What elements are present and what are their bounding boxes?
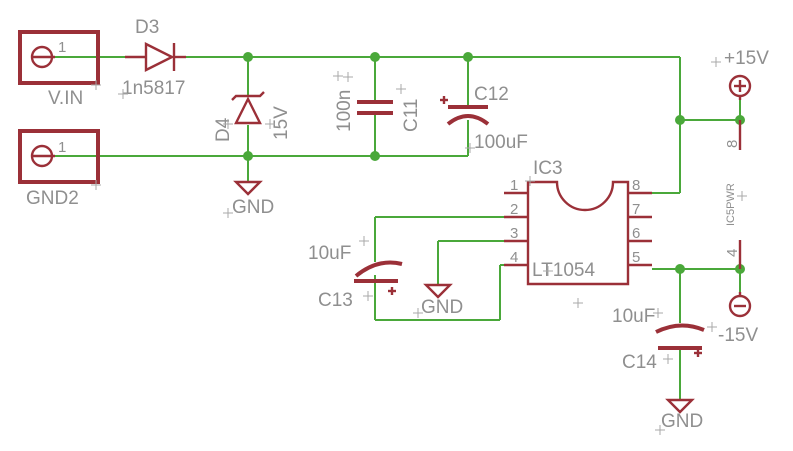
junctions bbox=[243, 52, 745, 274]
diode-d3: D3 1n5817 bbox=[122, 17, 186, 99]
capacitor-c12-value: 100uF bbox=[474, 132, 528, 153]
neg-supply-circle bbox=[728, 294, 752, 318]
capacitor-c12-plate-bottom bbox=[446, 114, 490, 126]
origin-cross bbox=[118, 89, 128, 99]
ic-pin-7-number: 7 bbox=[632, 201, 640, 218]
capacitor-c11: 100n C11 bbox=[334, 90, 422, 132]
capacitor-c14-value: 10uF bbox=[612, 306, 655, 327]
origin-cross bbox=[91, 80, 101, 90]
neg-supply-label: -15V bbox=[718, 325, 758, 346]
ground-label: GND bbox=[661, 411, 703, 432]
origin-cross bbox=[663, 354, 673, 364]
capacitor-c13-plate-top bbox=[354, 260, 403, 278]
origin-cross bbox=[223, 119, 233, 129]
diode-d3-name: D3 bbox=[135, 17, 159, 38]
junction-dot bbox=[675, 115, 685, 125]
ground-triangle bbox=[423, 283, 453, 299]
junction-dot bbox=[370, 52, 380, 62]
origin-cross bbox=[396, 84, 406, 94]
capacitor-c11-name: C11 bbox=[401, 99, 422, 132]
capacitor-c13: 10uF C13 bbox=[308, 243, 403, 311]
origin-cross bbox=[91, 180, 101, 190]
origin-cross bbox=[359, 236, 369, 246]
power-pin-4-number: 4 bbox=[724, 249, 741, 257]
connector-gnd2: 1 GND2 bbox=[18, 129, 100, 209]
zener-d4-triangle bbox=[234, 96, 262, 125]
connector-gnd2-pin-number: 1 bbox=[58, 139, 66, 156]
pos-supply-label: +15V bbox=[724, 48, 769, 69]
origin-cross bbox=[265, 119, 275, 129]
origin-cross bbox=[655, 425, 665, 435]
origin-cross bbox=[333, 71, 343, 81]
junction-dot bbox=[370, 151, 380, 161]
power-name: IC5PWR bbox=[725, 183, 737, 226]
zener-d4: D4 15V bbox=[213, 91, 292, 142]
origin-cross bbox=[543, 266, 553, 276]
ic-pin-5-number: 5 bbox=[632, 249, 640, 266]
origin-cross bbox=[465, 143, 475, 153]
origin-cross bbox=[711, 57, 721, 67]
zener-d4-bar bbox=[231, 91, 265, 101]
capacitor-c14-plate-top bbox=[655, 323, 705, 334]
origin-cross bbox=[525, 176, 535, 186]
ic-pin-1-number: 1 bbox=[510, 177, 518, 194]
origin-cross bbox=[707, 322, 717, 332]
connector-vin: 1 V.IN bbox=[18, 30, 100, 109]
junction-dot bbox=[243, 151, 253, 161]
origin-cross bbox=[343, 72, 353, 82]
ground-triangle bbox=[233, 180, 263, 196]
power-ic5pwr: +15V 8 4 IC5PWR -15V bbox=[718, 48, 769, 346]
junction-dot bbox=[463, 52, 473, 62]
ic-pin-4-number: 4 bbox=[510, 249, 518, 266]
capacitor-c12-name: C12 bbox=[474, 84, 509, 105]
origin-markers bbox=[91, 57, 747, 435]
capacitor-c14: 10uF C14 bbox=[612, 306, 705, 373]
connector-vin-frame bbox=[18, 30, 100, 85]
origin-cross bbox=[223, 208, 233, 218]
diode-d3-value: 1n5817 bbox=[122, 78, 185, 99]
capacitor-c14-name: C14 bbox=[622, 352, 657, 373]
power-pin-8-number: 8 bbox=[724, 140, 741, 148]
capacitor-c13-value: 10uF bbox=[308, 243, 351, 264]
origin-cross bbox=[573, 298, 583, 308]
ic-name: IC3 bbox=[533, 158, 563, 179]
junction-dot bbox=[675, 264, 685, 274]
ic-pin-8-number: 8 bbox=[632, 177, 640, 194]
ic-part: LT1054 bbox=[532, 260, 595, 281]
ground-label: GND bbox=[232, 197, 274, 218]
wires bbox=[55, 56, 741, 400]
origin-cross bbox=[363, 291, 373, 301]
connector-gnd2-label: GND2 bbox=[26, 188, 79, 209]
capacitor-c12: C12 100uF bbox=[440, 84, 528, 153]
capacitor-c13-name: C13 bbox=[318, 290, 353, 311]
origin-cross bbox=[737, 191, 747, 201]
ic-pin-6-number: 6 bbox=[632, 225, 640, 242]
origin-cross bbox=[653, 308, 663, 318]
origin-cross bbox=[413, 308, 423, 318]
ground-symbol-d4: GND bbox=[232, 180, 274, 218]
ic-pin-3-number: 3 bbox=[510, 225, 518, 242]
ic-pin-2-number: 2 bbox=[510, 201, 518, 218]
connector-vin-pin-number: 1 bbox=[58, 39, 66, 56]
ic-lt1054: 1 2 3 4 8 7 6 5 IC3 LT1054 bbox=[504, 158, 652, 286]
zener-d4-name: D4 bbox=[213, 117, 234, 142]
capacitor-c11-value: 100n bbox=[334, 90, 355, 132]
ground-triangle bbox=[665, 398, 695, 414]
ground-symbol-c14: GND bbox=[661, 398, 703, 432]
ground-label: GND bbox=[421, 297, 463, 318]
junction-dot bbox=[243, 52, 253, 62]
connector-gnd2-frame bbox=[18, 129, 100, 184]
ground-symbol-ic: GND bbox=[421, 283, 463, 318]
zener-d4-value: 15V bbox=[271, 106, 292, 140]
diode-d3-triangle bbox=[144, 42, 175, 72]
ic-body bbox=[526, 180, 630, 286]
connector-vin-label: V.IN bbox=[48, 88, 83, 109]
